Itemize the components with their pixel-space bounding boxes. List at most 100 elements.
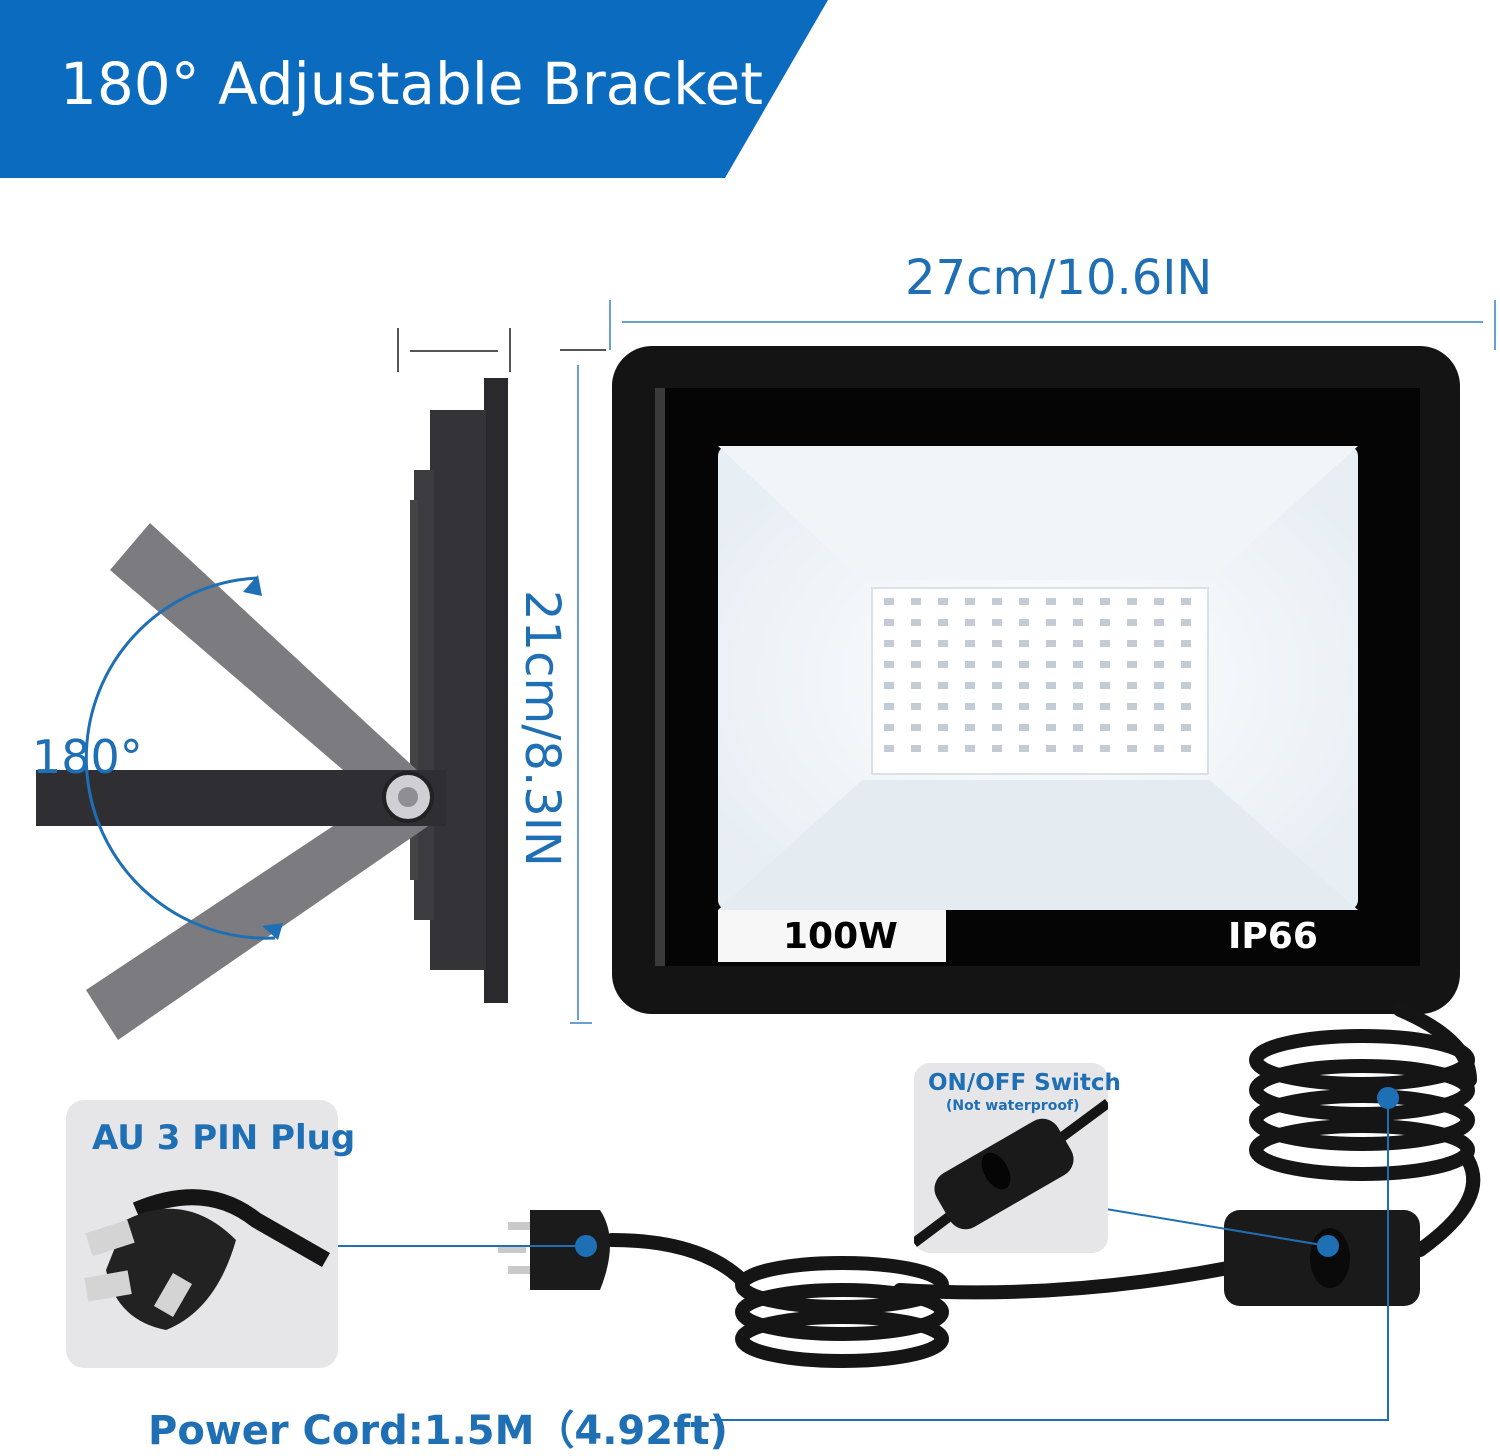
led-chip [992,703,1002,710]
led-chip [911,703,921,710]
led-chip [965,703,975,710]
led-chip [884,598,894,605]
led-chip [1154,598,1164,605]
led-chip [938,640,948,647]
wattage-label: 100W [783,916,898,957]
led-chip [1073,703,1083,710]
led-grid [884,598,1191,752]
led-chip [1046,661,1056,668]
bracket-arms [36,523,446,1040]
power-cord-label: Power Cord:1.5M（4.92ft) [148,1408,728,1454]
led-chip [1046,703,1056,710]
led-chip [1073,682,1083,689]
led-chip [938,703,948,710]
led-chip [884,745,894,752]
led-chip [1046,640,1056,647]
led-chip [965,661,975,668]
led-chip [1100,661,1110,668]
led-chip [1019,745,1029,752]
led-chip [1181,703,1191,710]
led-chip [1019,724,1029,731]
led-chip [1154,682,1164,689]
led-chip [1127,640,1137,647]
led-chip [992,619,1002,626]
led-chip [1127,724,1137,731]
led-chip [992,598,1002,605]
switch-note: (Not waterproof) [946,1098,1080,1114]
led-chip [1127,619,1137,626]
angle-label: 180° [32,730,143,784]
led-chip [1154,745,1164,752]
led-chip [1019,661,1029,668]
ip-rating-label: IP66 [1228,916,1318,957]
led-chip [992,661,1002,668]
led-chip [1154,619,1164,626]
led-chip [938,661,948,668]
led-chip [884,640,894,647]
led-chip [965,745,975,752]
led-chip [992,682,1002,689]
side-view-floodlight [410,378,508,1003]
callout-lines [282,1087,1399,1421]
led-chip [1100,682,1110,689]
led-chip [1154,640,1164,647]
led-chip [965,682,975,689]
led-chip [1019,619,1029,626]
led-chip [1073,724,1083,731]
led-chip [965,619,975,626]
led-chip [1100,640,1110,647]
led-chip [1100,703,1110,710]
led-chip [965,724,975,731]
banner-shape [0,0,828,178]
led-chip [1046,745,1056,752]
led-chip [1046,619,1056,626]
led-chip [1181,598,1191,605]
banner-title: 180° Adjustable Bracket [60,50,764,118]
led-chip [1019,682,1029,689]
led-chip [1181,661,1191,668]
width-dimension-line [609,300,1496,350]
led-chip [1073,745,1083,752]
led-chip [911,598,921,605]
led-chip [884,703,894,710]
led-chip [992,724,1002,731]
led-chip [1127,703,1137,710]
led-chip [938,598,948,605]
led-chip [911,682,921,689]
led-chip [1100,598,1110,605]
led-chip [884,682,894,689]
led-chip [1127,661,1137,668]
led-chip [911,619,921,626]
led-chip [1181,745,1191,752]
switch-title: ON/OFF Switch [928,1070,1121,1096]
led-chip [911,640,921,647]
power-cable [605,1003,1481,1368]
inline-switch-icon [1224,1210,1420,1306]
led-chip [1154,661,1164,668]
au-plug-icon [498,1210,610,1290]
led-chip [884,724,894,731]
led-chip [1100,724,1110,731]
front-view-floodlight [612,346,1460,1014]
led-chip [992,745,1002,752]
led-chip [1127,598,1137,605]
led-chip [1073,640,1083,647]
depth-dimension-line [397,328,606,372]
led-chip [1073,598,1083,605]
switch-callout-box [911,1063,1111,1253]
led-chip [911,661,921,668]
led-chip [1073,661,1083,668]
plug-title: AU 3 PIN Plug [92,1118,356,1158]
led-chip [1019,640,1029,647]
led-chip [884,619,894,626]
led-chip [911,745,921,752]
led-chip [1073,619,1083,626]
led-chip [1127,745,1137,752]
led-chip [911,724,921,731]
led-chip [1100,619,1110,626]
led-chip [1181,724,1191,731]
led-chip [1046,598,1056,605]
au-plug-closeup-icon [84,1189,330,1330]
led-chip [1181,640,1191,647]
